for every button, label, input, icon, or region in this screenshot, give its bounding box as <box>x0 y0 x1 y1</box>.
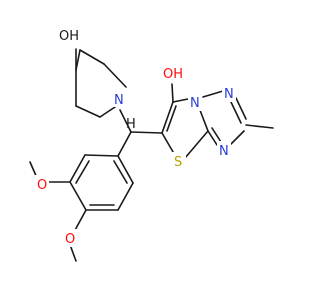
bond <box>75 160 90 184</box>
bond <box>172 98 189 103</box>
atom-labels: OH N H OH N N N S O O <box>35 26 236 247</box>
thiazole-hydroxyl-label: OH <box>163 67 183 82</box>
bond <box>119 109 132 133</box>
bond <box>171 83 174 103</box>
molecule-structure: OH N H OH N N N S O O <box>29 26 274 262</box>
bond <box>211 127 222 143</box>
bond <box>130 131 163 134</box>
ring-nitrogen-label: N <box>190 96 200 111</box>
bond <box>69 181 87 211</box>
bond <box>235 97 247 120</box>
label-mask <box>162 64 188 82</box>
label-mask <box>172 152 186 170</box>
bond <box>184 130 209 159</box>
methoxy-oxygen-label: O <box>65 232 75 247</box>
bond <box>75 105 101 118</box>
label-mask <box>58 26 84 44</box>
ring-nitrogen-label: N <box>224 87 234 102</box>
bond <box>117 155 134 184</box>
bond <box>79 49 105 65</box>
label-mask <box>63 229 77 247</box>
bond <box>84 154 119 157</box>
bonds <box>29 48 274 262</box>
bond <box>202 90 224 98</box>
piperidine-nitrogen-label: N <box>114 93 124 108</box>
bond <box>117 131 132 157</box>
piperidine-hydroxyl-label: OH <box>59 29 79 44</box>
bond <box>113 160 128 184</box>
methoxy-oxygen-label: O <box>37 178 47 193</box>
bond <box>161 101 174 134</box>
bond <box>117 182 134 211</box>
label-mask <box>217 141 231 159</box>
bond <box>103 63 127 88</box>
label-mask <box>112 89 126 107</box>
label-mask <box>188 93 202 111</box>
ring-nitrogen-label: N <box>219 144 229 159</box>
label-mask <box>222 84 236 102</box>
bond <box>69 154 86 183</box>
bond <box>207 130 218 146</box>
bridge-hydrogen-label: H <box>126 117 136 132</box>
label-mask <box>35 175 49 193</box>
bond <box>230 130 245 145</box>
bond <box>245 124 274 129</box>
sulfur-label: S <box>174 155 182 170</box>
bond <box>230 101 242 124</box>
bond <box>166 105 177 132</box>
bond <box>73 209 87 233</box>
